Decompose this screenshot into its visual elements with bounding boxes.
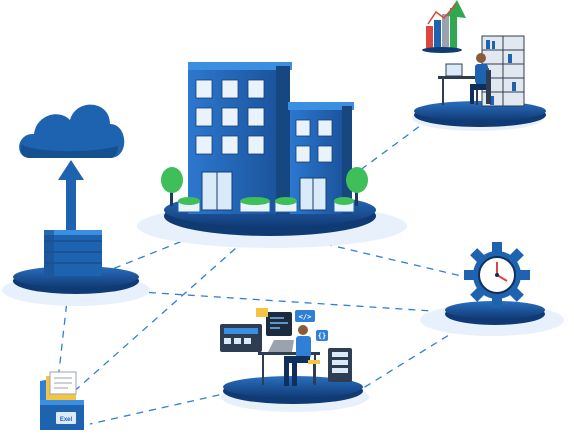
brace-tag-icon: {} — [318, 332, 326, 340]
code-tag-badge: </> — [295, 310, 315, 322]
office-node — [161, 62, 376, 236]
tree-right-icon — [346, 167, 368, 206]
clock-platform-top — [445, 301, 545, 319]
clock-node — [445, 242, 545, 325]
analyst-desk-icon — [438, 63, 482, 105]
file-box-node: Exel — [40, 371, 84, 430]
analyst-person-icon — [470, 53, 491, 104]
code-tag-icon: </> — [299, 313, 312, 321]
database-server-icon — [44, 230, 102, 276]
link-clock-developer — [359, 321, 471, 391]
developer-node: </> {} — [220, 308, 363, 404]
growth-chart-icon — [422, 0, 466, 53]
upload-arrow-icon — [58, 160, 84, 230]
planter-boxes — [177, 197, 355, 213]
clock-gear-icon — [464, 242, 530, 308]
analyst-node — [414, 0, 546, 127]
code-editor-window — [266, 312, 292, 336]
link-developer-files — [89, 391, 233, 425]
link-server-clock — [109, 289, 449, 313]
developer-platform-top — [223, 376, 363, 398]
cloud-server-node — [13, 104, 139, 294]
tree-left-icon — [161, 167, 183, 206]
link-server-files — [57, 291, 69, 381]
office-buildings-icon — [188, 62, 354, 214]
cloud-upload-icon — [19, 104, 125, 158]
developer-person-icon — [284, 325, 311, 386]
sticky-note-icon — [256, 308, 268, 317]
floating-panel-right — [328, 348, 352, 382]
floating-panel-left — [220, 324, 262, 352]
file-box-icon: Exel — [40, 371, 84, 430]
analyst-platform-top — [414, 101, 546, 121]
brace-tag-badge: {} — [316, 330, 328, 341]
chair-icon — [308, 360, 320, 384]
file-box-label: Exel — [60, 417, 73, 423]
